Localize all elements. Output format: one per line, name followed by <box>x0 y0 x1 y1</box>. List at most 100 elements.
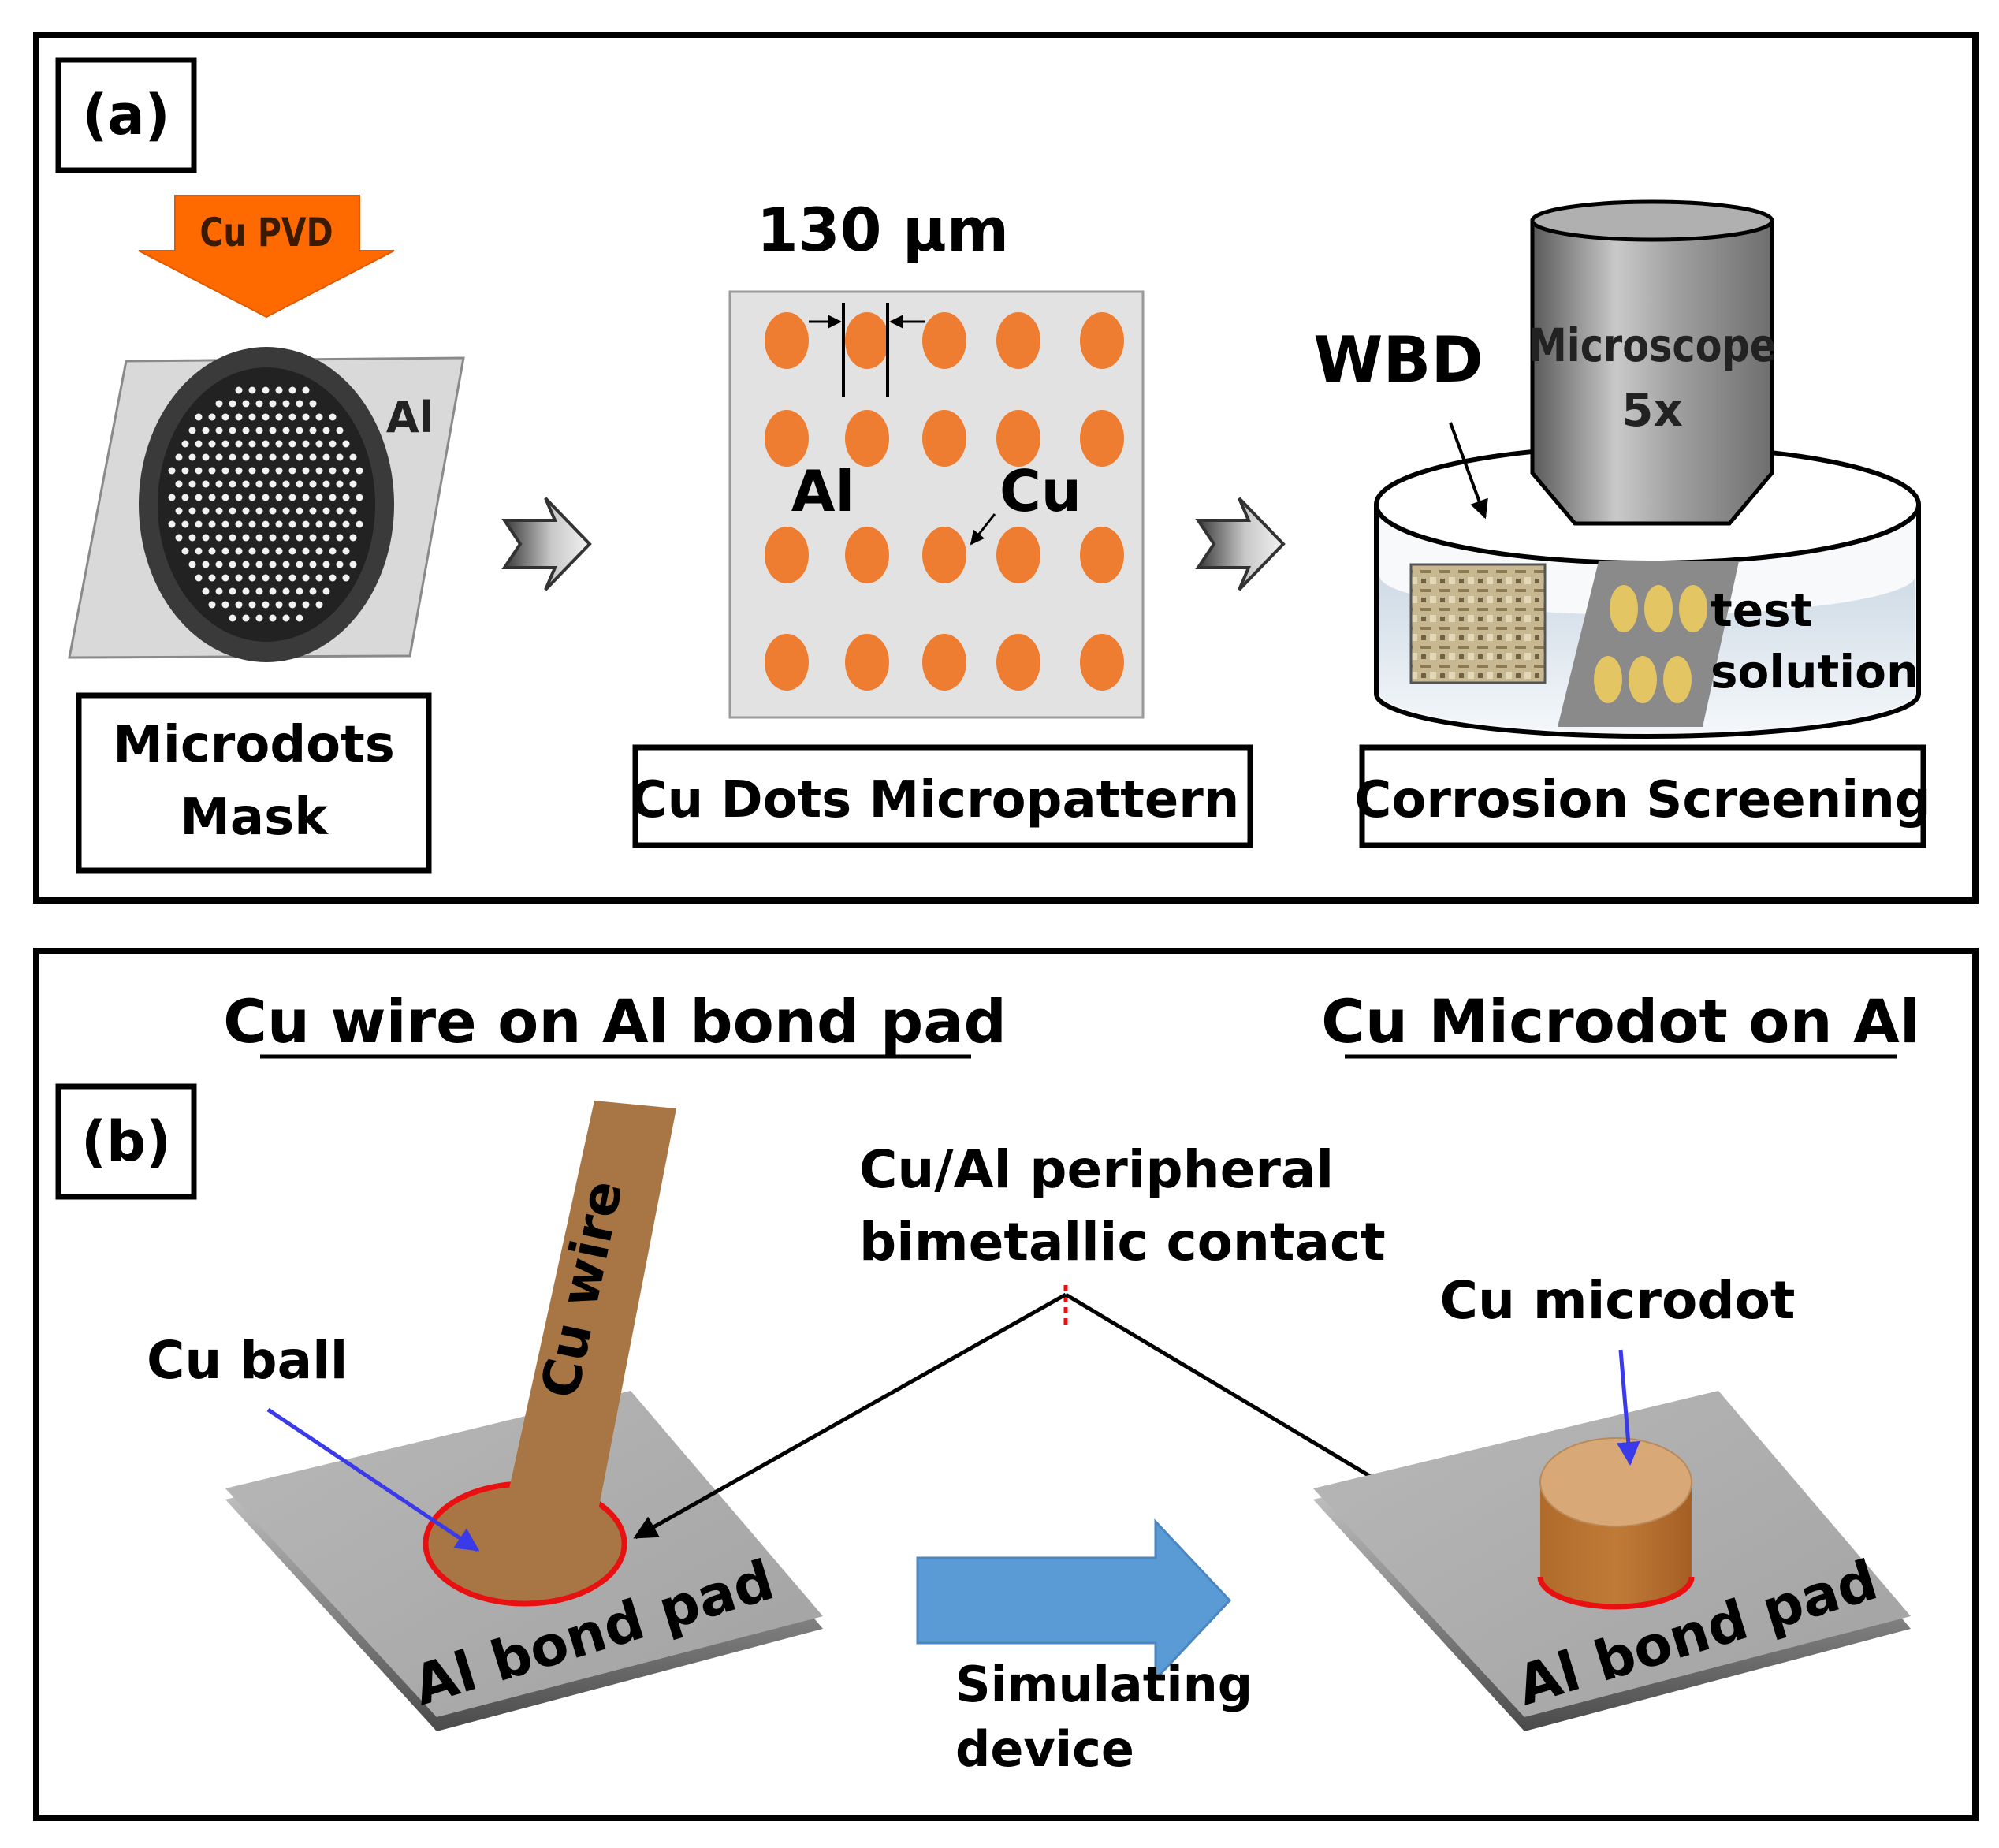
mask-hole <box>349 507 357 515</box>
mask-hole <box>255 427 263 434</box>
microscope-label-line2: 5x <box>1621 383 1683 437</box>
mask-hole <box>275 467 283 475</box>
mask-hole <box>229 561 236 568</box>
cu-dots-micropattern-box <box>632 744 1253 848</box>
mask-hole <box>175 480 183 488</box>
mask-hole <box>322 587 330 595</box>
cu-microdot-contact-arc <box>1537 1576 1695 1610</box>
process-arrow-1 <box>501 497 592 591</box>
mask-hole <box>202 534 210 542</box>
mask-hole <box>262 601 270 609</box>
mask-hole <box>309 534 317 542</box>
mask-hole <box>315 520 323 528</box>
mask-hole <box>275 520 283 528</box>
mask-hole <box>296 400 303 408</box>
mask-hole <box>235 601 243 609</box>
cu-dot <box>996 410 1040 467</box>
simulating-label-line2: device <box>955 1720 1134 1778</box>
mask-hole <box>349 534 357 542</box>
cu-ball-label: Cu ball <box>147 1330 348 1391</box>
mask-hole <box>336 534 344 542</box>
mask-hole <box>248 413 256 421</box>
mask-hole <box>215 480 223 488</box>
mask-hole <box>248 467 256 475</box>
mask-hole <box>235 547 243 555</box>
mask-hole <box>188 453 196 461</box>
mask-hole <box>235 413 243 421</box>
mask-hole <box>248 520 256 528</box>
mask-hole <box>309 561 317 568</box>
mask-hole <box>221 467 229 475</box>
mask-holes <box>168 386 363 622</box>
mask-hole <box>275 440 283 448</box>
cu-dot <box>922 312 966 369</box>
mask-hole <box>208 547 216 555</box>
microdots-mask-box <box>76 692 432 874</box>
mask-hole <box>336 480 344 488</box>
mask-hole <box>336 507 344 515</box>
mask-hole <box>302 413 310 421</box>
mask-hole <box>221 547 229 555</box>
mask-hole <box>288 601 296 609</box>
mask-hole <box>248 386 256 394</box>
mask-hole <box>269 400 277 408</box>
mask-hole <box>329 547 337 555</box>
mask-hole <box>262 574 270 582</box>
panel-b-tag: (b) <box>81 1109 171 1174</box>
panel-a-tag: (a) <box>82 83 169 147</box>
mask-hole <box>322 507 330 515</box>
cu-dot <box>1080 527 1124 583</box>
mask-hole <box>181 494 189 501</box>
mask-hole <box>282 480 290 488</box>
cu-dot <box>845 410 889 467</box>
mask-hole <box>202 507 210 515</box>
mask-hole <box>229 587 236 595</box>
cu-dot <box>1080 634 1124 691</box>
mask-hole <box>248 547 256 555</box>
mask-hole <box>282 453 290 461</box>
mask-hole <box>229 453 236 461</box>
mask-hole <box>248 601 256 609</box>
mask-hole <box>175 453 183 461</box>
mask-hole <box>329 440 337 448</box>
cu-dot <box>765 410 809 467</box>
sample-dot <box>1594 656 1622 703</box>
mask-hole <box>215 453 223 461</box>
mask-hole <box>235 440 243 448</box>
mask-hole <box>262 520 270 528</box>
mask-hole <box>195 547 203 555</box>
mask-hole <box>262 494 270 501</box>
mask-hole <box>309 427 317 434</box>
mask-hole <box>296 561 303 568</box>
mask-hole <box>288 413 296 421</box>
mask-hole <box>342 520 350 528</box>
sample-dot <box>1610 585 1638 632</box>
title-cu-wire-on-al: Cu wire on Al bond pad <box>223 986 1007 1056</box>
mask-hole <box>208 494 216 501</box>
panel-b-tag-box <box>55 1083 197 1200</box>
sample-dot <box>1679 585 1707 632</box>
mask-hole <box>315 467 323 475</box>
mask-hole <box>229 534 236 542</box>
mask-hole <box>309 453 317 461</box>
mask-hole <box>248 440 256 448</box>
mask-hole <box>188 534 196 542</box>
mask-hole <box>221 494 229 501</box>
mask-hole <box>336 427 344 434</box>
pattern-cu-pointer <box>970 513 996 546</box>
mask-hole <box>208 413 216 421</box>
mask-hole <box>309 507 317 515</box>
mask-hole <box>229 480 236 488</box>
mask-hole <box>208 601 216 609</box>
cu-dots-micropattern: 130 µm Al Cu <box>728 195 1145 719</box>
simulating-arrow <box>916 1518 1232 1682</box>
mask-hole <box>202 561 210 568</box>
mask-hole <box>202 587 210 595</box>
mask-hole <box>329 574 337 582</box>
mask-hole <box>242 534 250 542</box>
scale-label: 130 µm <box>757 195 1009 265</box>
mask-hole <box>188 561 196 568</box>
mask-hole <box>235 574 243 582</box>
mask-hole <box>315 601 323 609</box>
